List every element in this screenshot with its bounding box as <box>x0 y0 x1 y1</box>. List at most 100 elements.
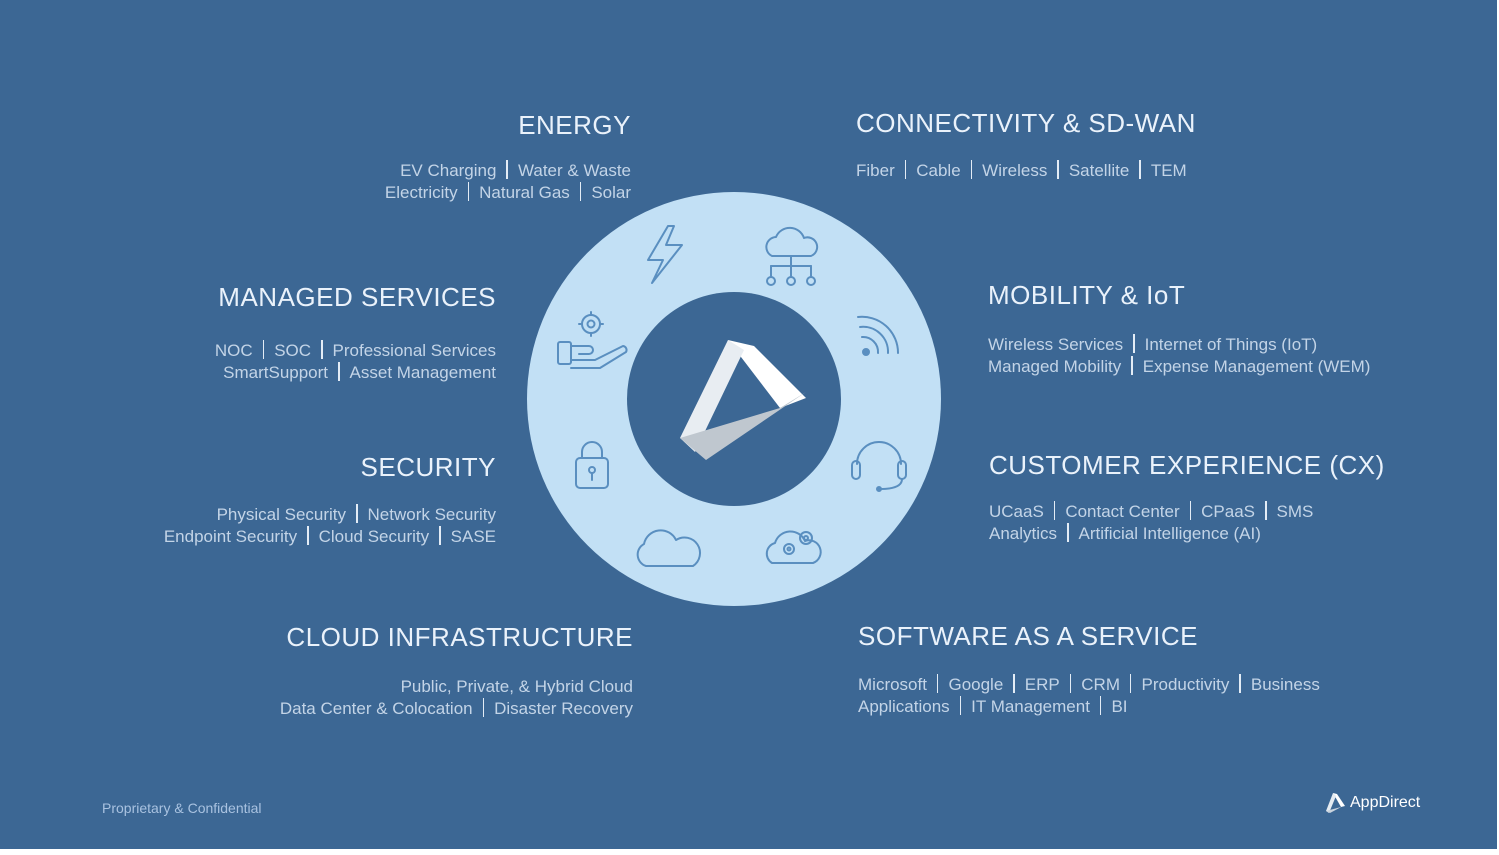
confidential-notice: Proprietary & Confidential <box>102 800 262 816</box>
service-item: Wireless Services <box>988 335 1124 354</box>
item-line: Wireless Services Internet of Things (IoT… <box>988 334 1370 356</box>
service-item: SASE <box>450 527 496 546</box>
center-logo-icon <box>680 340 806 460</box>
service-item: BI <box>1111 697 1128 716</box>
item-separator <box>506 160 508 179</box>
brand-name: AppDirect <box>1350 794 1421 811</box>
service-item: Artificial Intelligence (AI) <box>1078 524 1261 543</box>
item-separator <box>1069 674 1072 693</box>
service-item: Internet of Things (IoT) <box>1144 335 1318 354</box>
service-item: Wireless <box>982 161 1048 180</box>
item-separator <box>262 340 265 359</box>
item-line: Microsoft Google ERP CRM Productivity Busines… <box>858 674 1320 696</box>
item-separator <box>338 362 340 381</box>
service-item: Natural Gas <box>479 183 570 202</box>
service-item: EV Charging <box>400 161 497 180</box>
section-title-saas: SOFTWARE AS A SERVICE <box>858 621 1198 651</box>
service-item: Expense Management (WEM) <box>1142 357 1371 376</box>
service-item: TEM <box>1150 161 1187 180</box>
service-item: Water & Waste <box>517 161 631 180</box>
service-item: CPaaS <box>1201 502 1256 521</box>
item-separator <box>1013 674 1015 693</box>
service-item: CRM <box>1081 675 1120 694</box>
item-separator <box>904 160 907 179</box>
item-line: Public, Private, & Hybrid Cloud <box>280 676 633 698</box>
service-item: Applications <box>858 697 950 716</box>
service-item: ERP <box>1024 675 1060 694</box>
service-item: Endpoint Security <box>163 527 298 546</box>
item-separator <box>970 160 973 179</box>
service-item: Network Security <box>367 505 496 524</box>
service-item: Business <box>1250 675 1320 694</box>
service-item: NOC <box>214 341 253 360</box>
section-title-energy: ENERGY <box>518 110 631 140</box>
item-separator <box>959 696 962 715</box>
item-line: Fiber Cable Wireless Satellite TEM <box>856 160 1187 182</box>
item-separator <box>936 674 939 693</box>
section-title-connectivity: CONNECTIVITY & SD-WAN <box>856 108 1196 138</box>
service-item: Solar <box>591 183 631 202</box>
item-separator <box>1189 501 1192 520</box>
service-item: Analytics <box>989 524 1058 543</box>
service-item: Contact Center <box>1065 502 1180 521</box>
item-separator <box>1067 523 1069 542</box>
service-item: Cloud Security <box>318 527 430 546</box>
lightning-icon <box>647 225 683 284</box>
lock-icon <box>575 441 609 489</box>
item-line: Managed Mobility Expense Management (WEM) <box>988 356 1370 378</box>
service-item: Electricity <box>384 183 458 202</box>
item-separator <box>356 504 358 523</box>
section-items-connectivity: Fiber Cable Wireless Satellite TEM <box>856 160 1187 182</box>
item-separator <box>1139 160 1141 179</box>
item-separator <box>1057 160 1059 179</box>
service-item: UCaaS <box>989 502 1044 521</box>
wheel-center <box>627 292 841 506</box>
service-item: Satellite <box>1068 161 1130 180</box>
item-line: Electricity Natural Gas Solar <box>385 182 631 204</box>
item-separator <box>482 698 485 717</box>
brand-logo: AppDirect <box>1324 792 1420 814</box>
item-separator <box>439 526 441 545</box>
service-item: Public, Private, & Hybrid Cloud <box>400 677 633 696</box>
service-item: Microsoft <box>858 675 927 694</box>
section-title-managed-services: MANAGED SERVICES <box>218 282 496 312</box>
section-title-cloud: CLOUD INFRASTRUCTURE <box>286 622 633 652</box>
item-line: SmartSupport Asset Management <box>215 362 496 384</box>
headset-icon <box>851 441 907 492</box>
service-item: Managed Mobility <box>988 357 1122 376</box>
service-item: Google <box>948 675 1004 694</box>
cloud-gear-icon <box>765 530 822 564</box>
section-title-cx: CUSTOMER EXPERIENCE (CX) <box>989 450 1385 480</box>
wifi-icon <box>857 315 900 356</box>
item-separator <box>1265 501 1267 520</box>
item-line: Endpoint Security Cloud Security SASE <box>164 526 496 548</box>
appdirect-logo-icon <box>1326 793 1345 813</box>
service-item: Asset Management <box>349 363 496 382</box>
item-separator <box>1099 696 1102 715</box>
item-line: Physical Security Network Security <box>164 504 496 526</box>
cloud-network-icon <box>765 226 819 286</box>
item-separator <box>321 340 323 359</box>
section-items-saas: Microsoft Google ERP CRM Productivity Busines… <box>858 674 1320 718</box>
service-item: Fiber <box>856 161 895 180</box>
item-separator <box>1133 334 1135 353</box>
item-line: Analytics Artificial Intelligence (AI) <box>989 523 1313 545</box>
section-title-security: SECURITY <box>360 452 496 482</box>
section-title-mobility: MOBILITY & IoT <box>988 280 1186 310</box>
service-item: Cable <box>916 161 961 180</box>
service-item: Productivity <box>1141 675 1230 694</box>
service-item: SmartSupport <box>223 363 329 382</box>
item-separator <box>579 182 582 201</box>
service-item: Professional Services <box>332 341 496 360</box>
service-item: Physical Security <box>216 505 347 524</box>
section-items-mobility: Wireless Services Internet of Things (IoT… <box>988 334 1370 378</box>
item-separator <box>1053 501 1056 520</box>
